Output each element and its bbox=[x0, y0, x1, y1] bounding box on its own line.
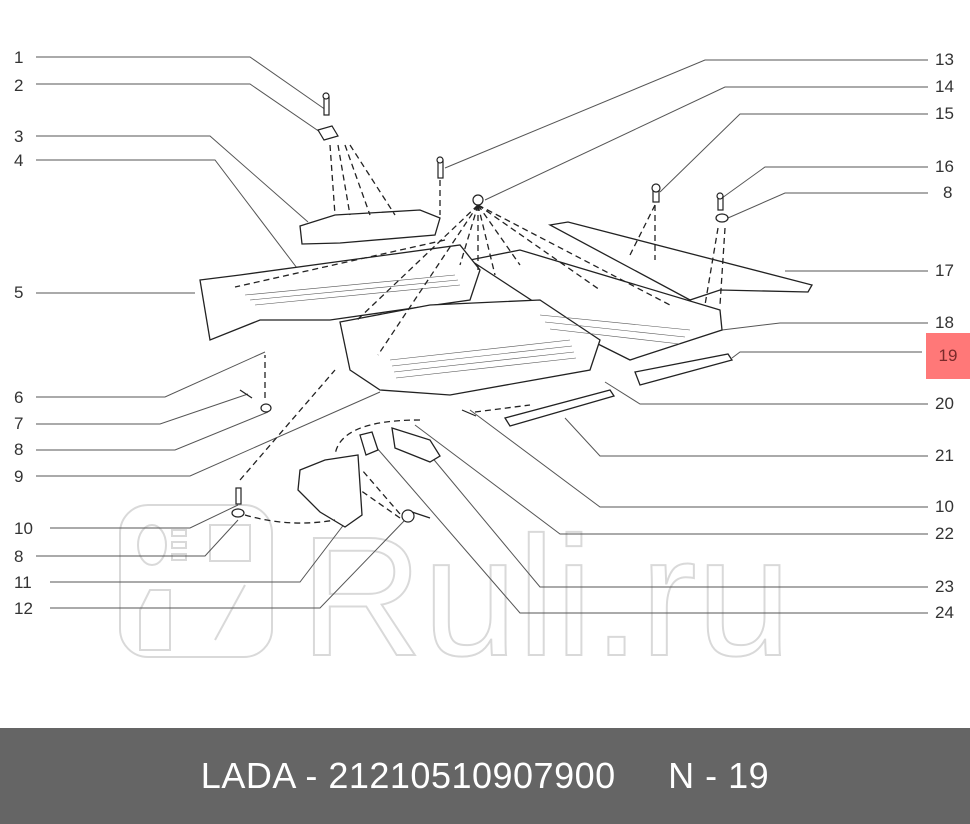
callout-23: 23 bbox=[935, 577, 954, 596]
leader-lines-right bbox=[369, 59, 928, 614]
mat-texture bbox=[244, 274, 691, 379]
footer-bar: LADA - 21210510907900 N - 19 bbox=[0, 728, 970, 824]
svg-text:Ruli.ru: Ruli.ru bbox=[300, 502, 791, 692]
callout-8c: 8 bbox=[943, 183, 953, 202]
callout-7: 7 bbox=[14, 414, 24, 433]
callout-15: 15 bbox=[935, 104, 954, 123]
callout-14: 14 bbox=[935, 77, 954, 96]
callout-10: 10 bbox=[14, 519, 33, 538]
callout-19-highlighted[interactable]: 19 bbox=[926, 333, 970, 379]
assembly-arrows bbox=[234, 144, 726, 524]
callout-4: 4 bbox=[14, 151, 24, 170]
callout-11: 11 bbox=[14, 573, 32, 592]
callout-1: 1 bbox=[14, 48, 24, 67]
callout-20: 20 bbox=[935, 394, 954, 413]
callout-6: 6 bbox=[14, 388, 24, 407]
part-caption: LADA - 21210510907900 N - 19 bbox=[200, 755, 770, 796]
callout-16: 16 bbox=[935, 157, 954, 176]
fasteners bbox=[231, 92, 729, 523]
callout-22: 22 bbox=[935, 524, 954, 543]
callout-21: 21 bbox=[935, 446, 954, 465]
callout-3: 3 bbox=[14, 127, 24, 146]
callout-24: 24 bbox=[935, 603, 954, 622]
callout-2: 2 bbox=[14, 76, 24, 95]
callout-12: 12 bbox=[14, 599, 33, 618]
callout-10b: 10 bbox=[935, 497, 954, 516]
floor-mats-drawing bbox=[199, 209, 813, 528]
callout-9: 9 bbox=[14, 467, 24, 486]
callout-17: 17 bbox=[935, 261, 954, 280]
callout-8: 8 bbox=[14, 440, 24, 459]
leader-lines-left bbox=[36, 56, 406, 609]
callout-5: 5 bbox=[14, 283, 24, 302]
callout-8b: 8 bbox=[14, 547, 24, 566]
callout-18: 18 bbox=[935, 313, 954, 332]
parts-diagram: Ruli.ru bbox=[36, 56, 928, 693]
watermark-logo: Ruli.ru bbox=[119, 501, 792, 693]
callout-13: 13 bbox=[935, 50, 954, 69]
